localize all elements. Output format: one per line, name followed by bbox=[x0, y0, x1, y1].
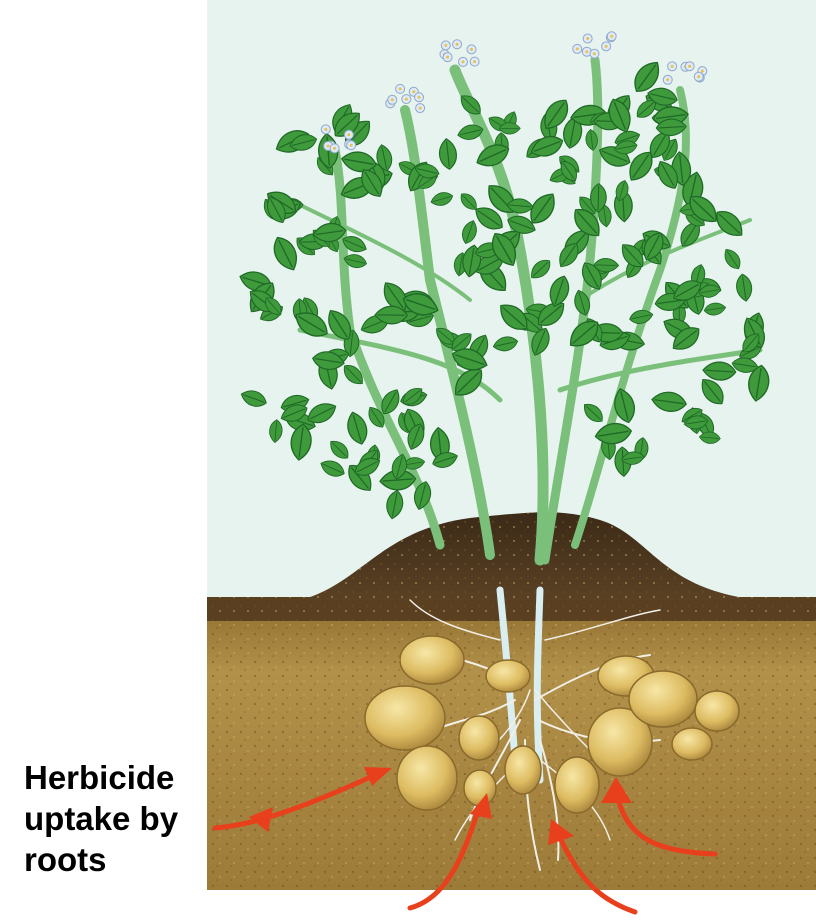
herbicide-uptake-label: Herbicide uptake by roots bbox=[24, 757, 214, 880]
label-line-2: uptake by bbox=[24, 798, 214, 839]
label-line-1: Herbicide bbox=[24, 757, 214, 798]
label-line-3: roots bbox=[24, 839, 214, 880]
flower bbox=[388, 95, 397, 104]
flower bbox=[467, 45, 476, 54]
flower bbox=[602, 42, 611, 51]
flower bbox=[663, 75, 672, 84]
flower bbox=[402, 95, 411, 104]
flower bbox=[415, 93, 424, 102]
flower bbox=[347, 141, 356, 150]
flower bbox=[443, 53, 452, 62]
flower bbox=[685, 62, 694, 71]
flower bbox=[583, 34, 592, 43]
flower bbox=[344, 130, 353, 139]
flower bbox=[590, 49, 599, 58]
flower bbox=[458, 57, 467, 66]
flower bbox=[321, 125, 330, 134]
flower bbox=[396, 84, 405, 93]
flower bbox=[441, 41, 450, 50]
flower bbox=[573, 44, 582, 53]
flower bbox=[330, 144, 339, 153]
flower bbox=[416, 104, 425, 113]
flower bbox=[453, 40, 462, 49]
flower bbox=[694, 72, 703, 81]
flower bbox=[668, 62, 677, 71]
flower bbox=[470, 57, 479, 66]
flower bbox=[607, 32, 616, 41]
